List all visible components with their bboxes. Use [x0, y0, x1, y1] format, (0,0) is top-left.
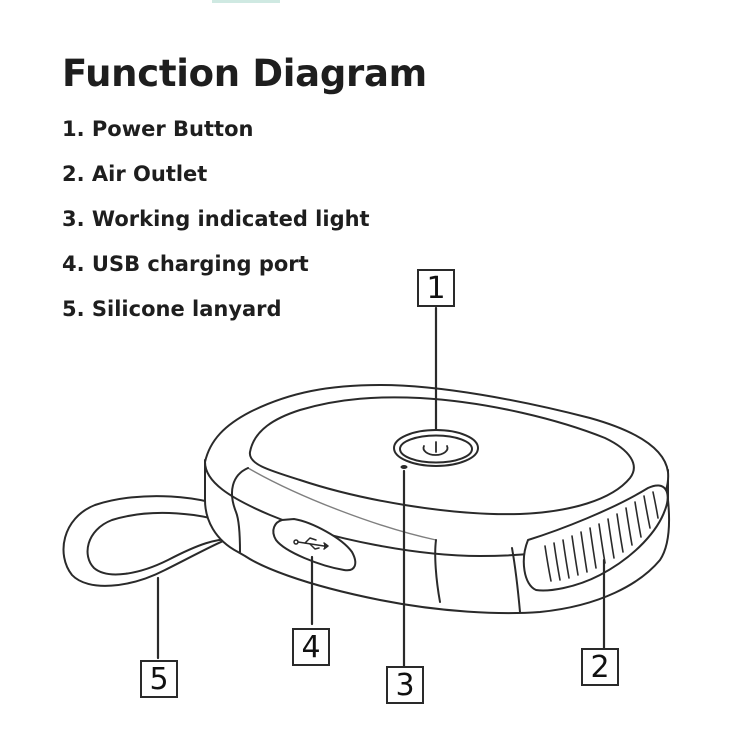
list-item-usb-port: 4. USB charging port	[62, 252, 309, 276]
callout-label-5: 5	[140, 660, 178, 698]
list-item-air-outlet: 2. Air Outlet	[62, 162, 208, 186]
list-item-power-button: 1. Power Button	[62, 117, 254, 141]
indicator-light	[400, 465, 408, 469]
usb-port[interactable]	[272, 518, 357, 572]
callout-label-1: 1	[417, 269, 455, 307]
power-button[interactable]	[393, 429, 479, 467]
callout-label-4: 4	[292, 628, 330, 666]
list-item-lanyard: 5. Silicone lanyard	[62, 297, 282, 321]
power-icon	[422, 441, 449, 456]
callout-label-2: 2	[581, 648, 619, 686]
top-accent-bar	[212, 0, 280, 3]
usb-icon	[293, 537, 329, 550]
list-item-indicator-light: 3. Working indicated light	[62, 207, 370, 231]
page-title: Function Diagram	[62, 52, 427, 95]
function-list: 1. Power Button 2. Air Outlet 3. Working…	[62, 114, 370, 339]
silicone-lanyard	[62, 495, 246, 587]
air-outlet	[522, 484, 669, 592]
callout-label-3: 3	[386, 666, 424, 704]
leader-lines	[156, 306, 606, 668]
